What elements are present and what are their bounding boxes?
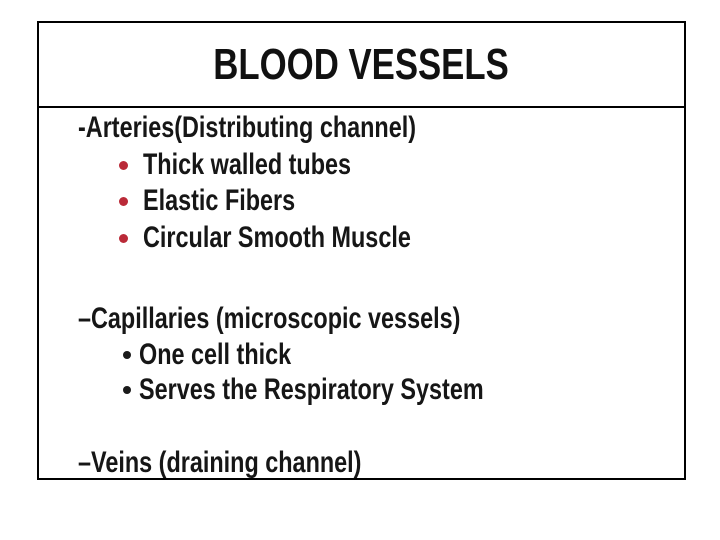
bullet-icon bbox=[123, 386, 131, 394]
list-item-text: Circular Smooth Muscle bbox=[143, 221, 411, 254]
list-item: Elastic Fibers bbox=[119, 185, 338, 217]
bullet-icon bbox=[119, 160, 128, 170]
list-item-text: Elastic Fibers bbox=[143, 184, 296, 217]
list-item-text: Thick walled tubes bbox=[143, 148, 352, 181]
section-heading-text: –Capillaries (microscopic vessels) bbox=[78, 302, 461, 335]
list-item-text: One cell thick bbox=[139, 338, 292, 371]
bullet-icon bbox=[119, 233, 128, 243]
list-item-text: Serves the Respiratory System bbox=[139, 373, 484, 406]
slide-content-box bbox=[37, 21, 686, 480]
title-band: BLOOD VESSELS bbox=[39, 23, 684, 106]
section-heading-text: –Veins (draining channel) bbox=[78, 446, 362, 479]
section-heading-arteries: -Arteries(Distributing channel) bbox=[78, 112, 511, 144]
slide-title: BLOOD VESSELS bbox=[213, 39, 510, 89]
list-item: Thick walled tubes bbox=[119, 149, 410, 181]
bullet-icon bbox=[123, 351, 131, 359]
section-heading-text: -Arteries(Distributing channel) bbox=[78, 111, 417, 144]
list-item: Serves the Respiratory System bbox=[123, 374, 581, 406]
section-heading-veins: –Veins (draining channel) bbox=[78, 447, 441, 479]
list-item: Circular Smooth Muscle bbox=[119, 222, 486, 254]
list-item: One cell thick bbox=[123, 339, 334, 371]
title-separator-line bbox=[37, 106, 686, 108]
section-heading-capillaries: –Capillaries (microscopic vessels) bbox=[78, 303, 568, 335]
bullet-icon bbox=[119, 196, 128, 206]
